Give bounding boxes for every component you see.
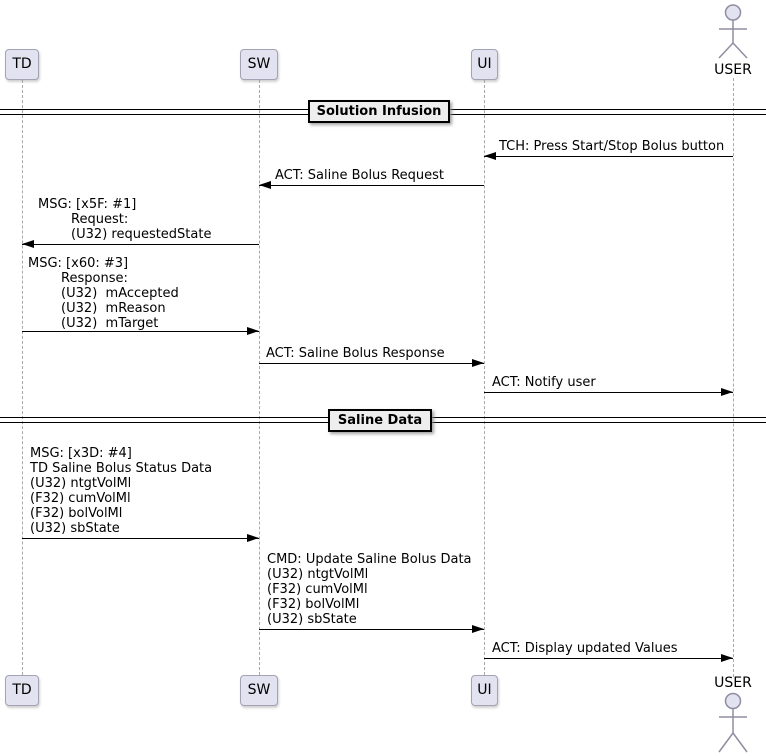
message-line bbox=[484, 392, 733, 393]
message-label: ACT: Saline Bolus Response bbox=[266, 346, 445, 361]
lifeline-sw bbox=[259, 80, 260, 675]
message-line bbox=[259, 185, 484, 186]
message-line bbox=[22, 244, 259, 245]
message-label-block: MSG: [x5F: #1] Request: (U32) requestedS… bbox=[38, 197, 212, 242]
message-label: ACT: Saline Bolus Request bbox=[275, 168, 445, 183]
message-label-block: MSG: [x3D: #4] TD Saline Bolus Status Da… bbox=[30, 446, 213, 536]
participant-ui-bottom: UI bbox=[471, 675, 498, 706]
actor-label-bottom: USER bbox=[714, 675, 752, 691]
arrowhead-right-icon bbox=[721, 654, 733, 662]
actor-icon bbox=[718, 4, 748, 59]
message-line bbox=[484, 156, 733, 157]
message-line bbox=[259, 363, 484, 364]
message-label-block: CMD: Update Saline Bolus Data (U32) ntgt… bbox=[267, 552, 472, 627]
arrowhead-right-icon bbox=[472, 359, 484, 367]
actor-label-top: USER bbox=[714, 62, 752, 78]
lifeline-td bbox=[22, 80, 23, 675]
arrowhead-right-icon bbox=[721, 388, 733, 396]
arrowhead-left-icon bbox=[484, 152, 496, 160]
message-label-block: MSG: [x60: #3] Response: (U32) mAccepted… bbox=[28, 256, 179, 331]
message-line bbox=[484, 658, 733, 659]
message-label: ACT: Notify user bbox=[492, 375, 596, 390]
arrowhead-right-icon bbox=[472, 625, 484, 633]
divider-saline-data: Saline Data bbox=[328, 409, 432, 432]
arrowhead-right-icon bbox=[247, 534, 259, 542]
message-label: ACT: Display updated Values bbox=[492, 641, 678, 656]
participant-td-top: TD bbox=[5, 49, 39, 80]
participant-sw-top: SW bbox=[240, 49, 278, 80]
arrowhead-left-icon bbox=[22, 240, 34, 248]
actor-icon bbox=[718, 692, 748, 753]
divider-solution-infusion: Solution Infusion bbox=[308, 100, 450, 123]
message-line bbox=[22, 538, 259, 539]
arrowhead-right-icon bbox=[247, 327, 259, 335]
participant-sw-bottom: SW bbox=[240, 675, 278, 706]
participant-ui-top: UI bbox=[471, 49, 498, 80]
participant-td-bottom: TD bbox=[5, 675, 39, 706]
lifeline-user bbox=[733, 78, 734, 677]
message-line bbox=[22, 331, 259, 332]
lifeline-ui bbox=[484, 80, 485, 675]
arrowhead-left-icon bbox=[259, 181, 271, 189]
message-label: TCH: Press Start/Stop Bolus button bbox=[499, 139, 725, 154]
message-line bbox=[259, 629, 484, 630]
